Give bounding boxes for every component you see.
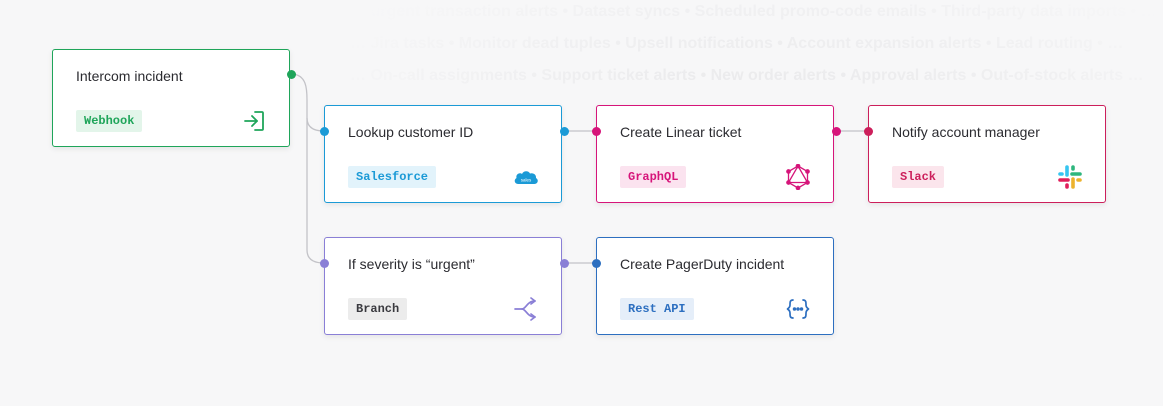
branch-badge: Branch: [348, 298, 408, 320]
node-intercom-incident[interactable]: Intercom incident Webhook: [52, 49, 290, 147]
node-title: Create PagerDuty incident: [620, 256, 785, 272]
node-if-severity-urgent[interactable]: If severity is “urgent” Branch: [324, 237, 562, 335]
node-title: If severity is “urgent”: [348, 256, 475, 272]
port-slack-in[interactable]: [863, 126, 873, 136]
svg-text:sales: sales: [521, 178, 532, 183]
port-intercom-out[interactable]: [286, 69, 296, 79]
graphql-icon: [785, 164, 811, 190]
graphql-badge: GraphQL: [620, 166, 687, 188]
port-lookup-out[interactable]: [559, 126, 569, 136]
salesforce-cloud-icon: sales: [513, 164, 539, 190]
rest-api-badge: Rest API: [620, 298, 694, 320]
port-linear-in[interactable]: [591, 126, 601, 136]
node-title: Notify account manager: [892, 124, 1040, 140]
edge-intercom-to-lookup: [290, 73, 325, 132]
node-notify-account-manager[interactable]: Notify account manager Slack: [868, 105, 1106, 203]
curly-braces-icon: [785, 296, 811, 322]
node-create-pagerduty-incident[interactable]: Create PagerDuty incident Rest API: [596, 237, 834, 335]
salesforce-badge: Salesforce: [348, 166, 437, 188]
node-title: Lookup customer ID: [348, 124, 474, 140]
node-title: Create Linear ticket: [620, 124, 742, 140]
webhook-badge: Webhook: [76, 110, 143, 132]
edge-intercom-to-branch: [306, 118, 325, 264]
branch-icon: [513, 296, 539, 322]
login-arrow-icon: [241, 108, 267, 134]
port-branch-out[interactable]: [559, 258, 569, 268]
node-lookup-customer-id[interactable]: Lookup customer ID Salesforce sales: [324, 105, 562, 203]
slack-badge: Slack: [892, 166, 945, 188]
port-pagerduty-in[interactable]: [591, 258, 601, 268]
port-lookup-in[interactable]: [319, 126, 329, 136]
node-title: Intercom incident: [76, 68, 183, 84]
port-branch-in[interactable]: [319, 258, 329, 268]
node-create-linear-ticket[interactable]: Create Linear ticket GraphQL: [596, 105, 834, 203]
slack-icon: [1057, 164, 1083, 190]
port-linear-out[interactable]: [831, 126, 841, 136]
